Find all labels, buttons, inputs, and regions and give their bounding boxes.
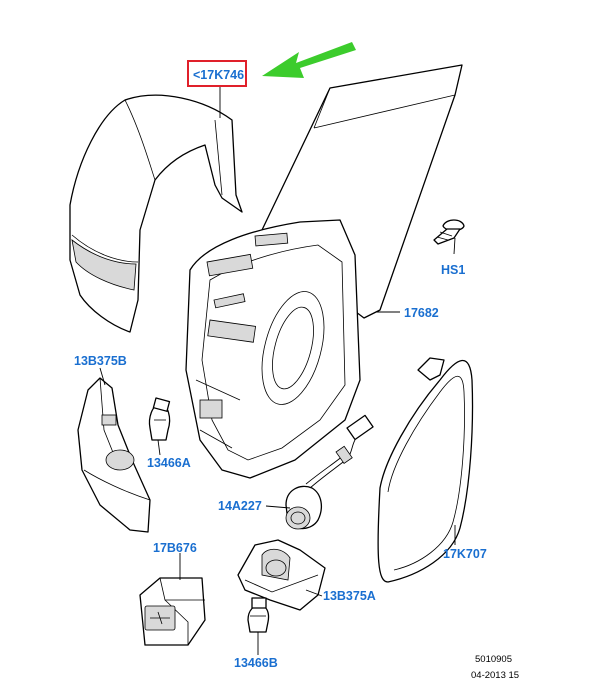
label-screw[interactable]: HS1 bbox=[441, 263, 465, 277]
connector-harness-part[interactable] bbox=[285, 414, 374, 530]
mirror-switch-part[interactable] bbox=[139, 577, 206, 646]
mirror-glass-part[interactable] bbox=[377, 357, 474, 583]
label-bulb-bottom[interactable]: 13466B bbox=[234, 656, 278, 670]
label-mirror-cover[interactable]: <17K746 bbox=[193, 68, 244, 82]
label-mirror-glass-housing[interactable]: 17682 bbox=[404, 306, 439, 320]
label-switch[interactable]: 17B676 bbox=[153, 541, 197, 555]
screw-part[interactable] bbox=[433, 219, 465, 245]
label-bulb-left[interactable]: 13466A bbox=[147, 456, 191, 470]
highlight-box bbox=[187, 60, 247, 87]
label-connector[interactable]: 14A227 bbox=[218, 499, 262, 513]
label-lamp-housing-bottom[interactable]: 13B375A bbox=[323, 589, 376, 603]
mirror-frame-part[interactable] bbox=[185, 219, 361, 479]
bulb-left-part[interactable] bbox=[148, 397, 171, 441]
label-lamp-housing-left[interactable]: 13B375B bbox=[74, 354, 127, 368]
label-mirror-glass[interactable]: 17K707 bbox=[443, 547, 487, 561]
mirror-cover-part[interactable] bbox=[69, 94, 243, 333]
green-arrow-icon bbox=[262, 42, 356, 78]
date-code: 04-2013 15 bbox=[471, 670, 519, 681]
doc-number: 5010905 bbox=[475, 654, 512, 665]
puddle-lamp-housing-left-part[interactable] bbox=[77, 377, 151, 533]
bulb-bottom-part[interactable] bbox=[247, 597, 270, 633]
leader-lines bbox=[99, 87, 456, 655]
puddle-lamp-housing-bottom-part[interactable] bbox=[237, 539, 326, 611]
